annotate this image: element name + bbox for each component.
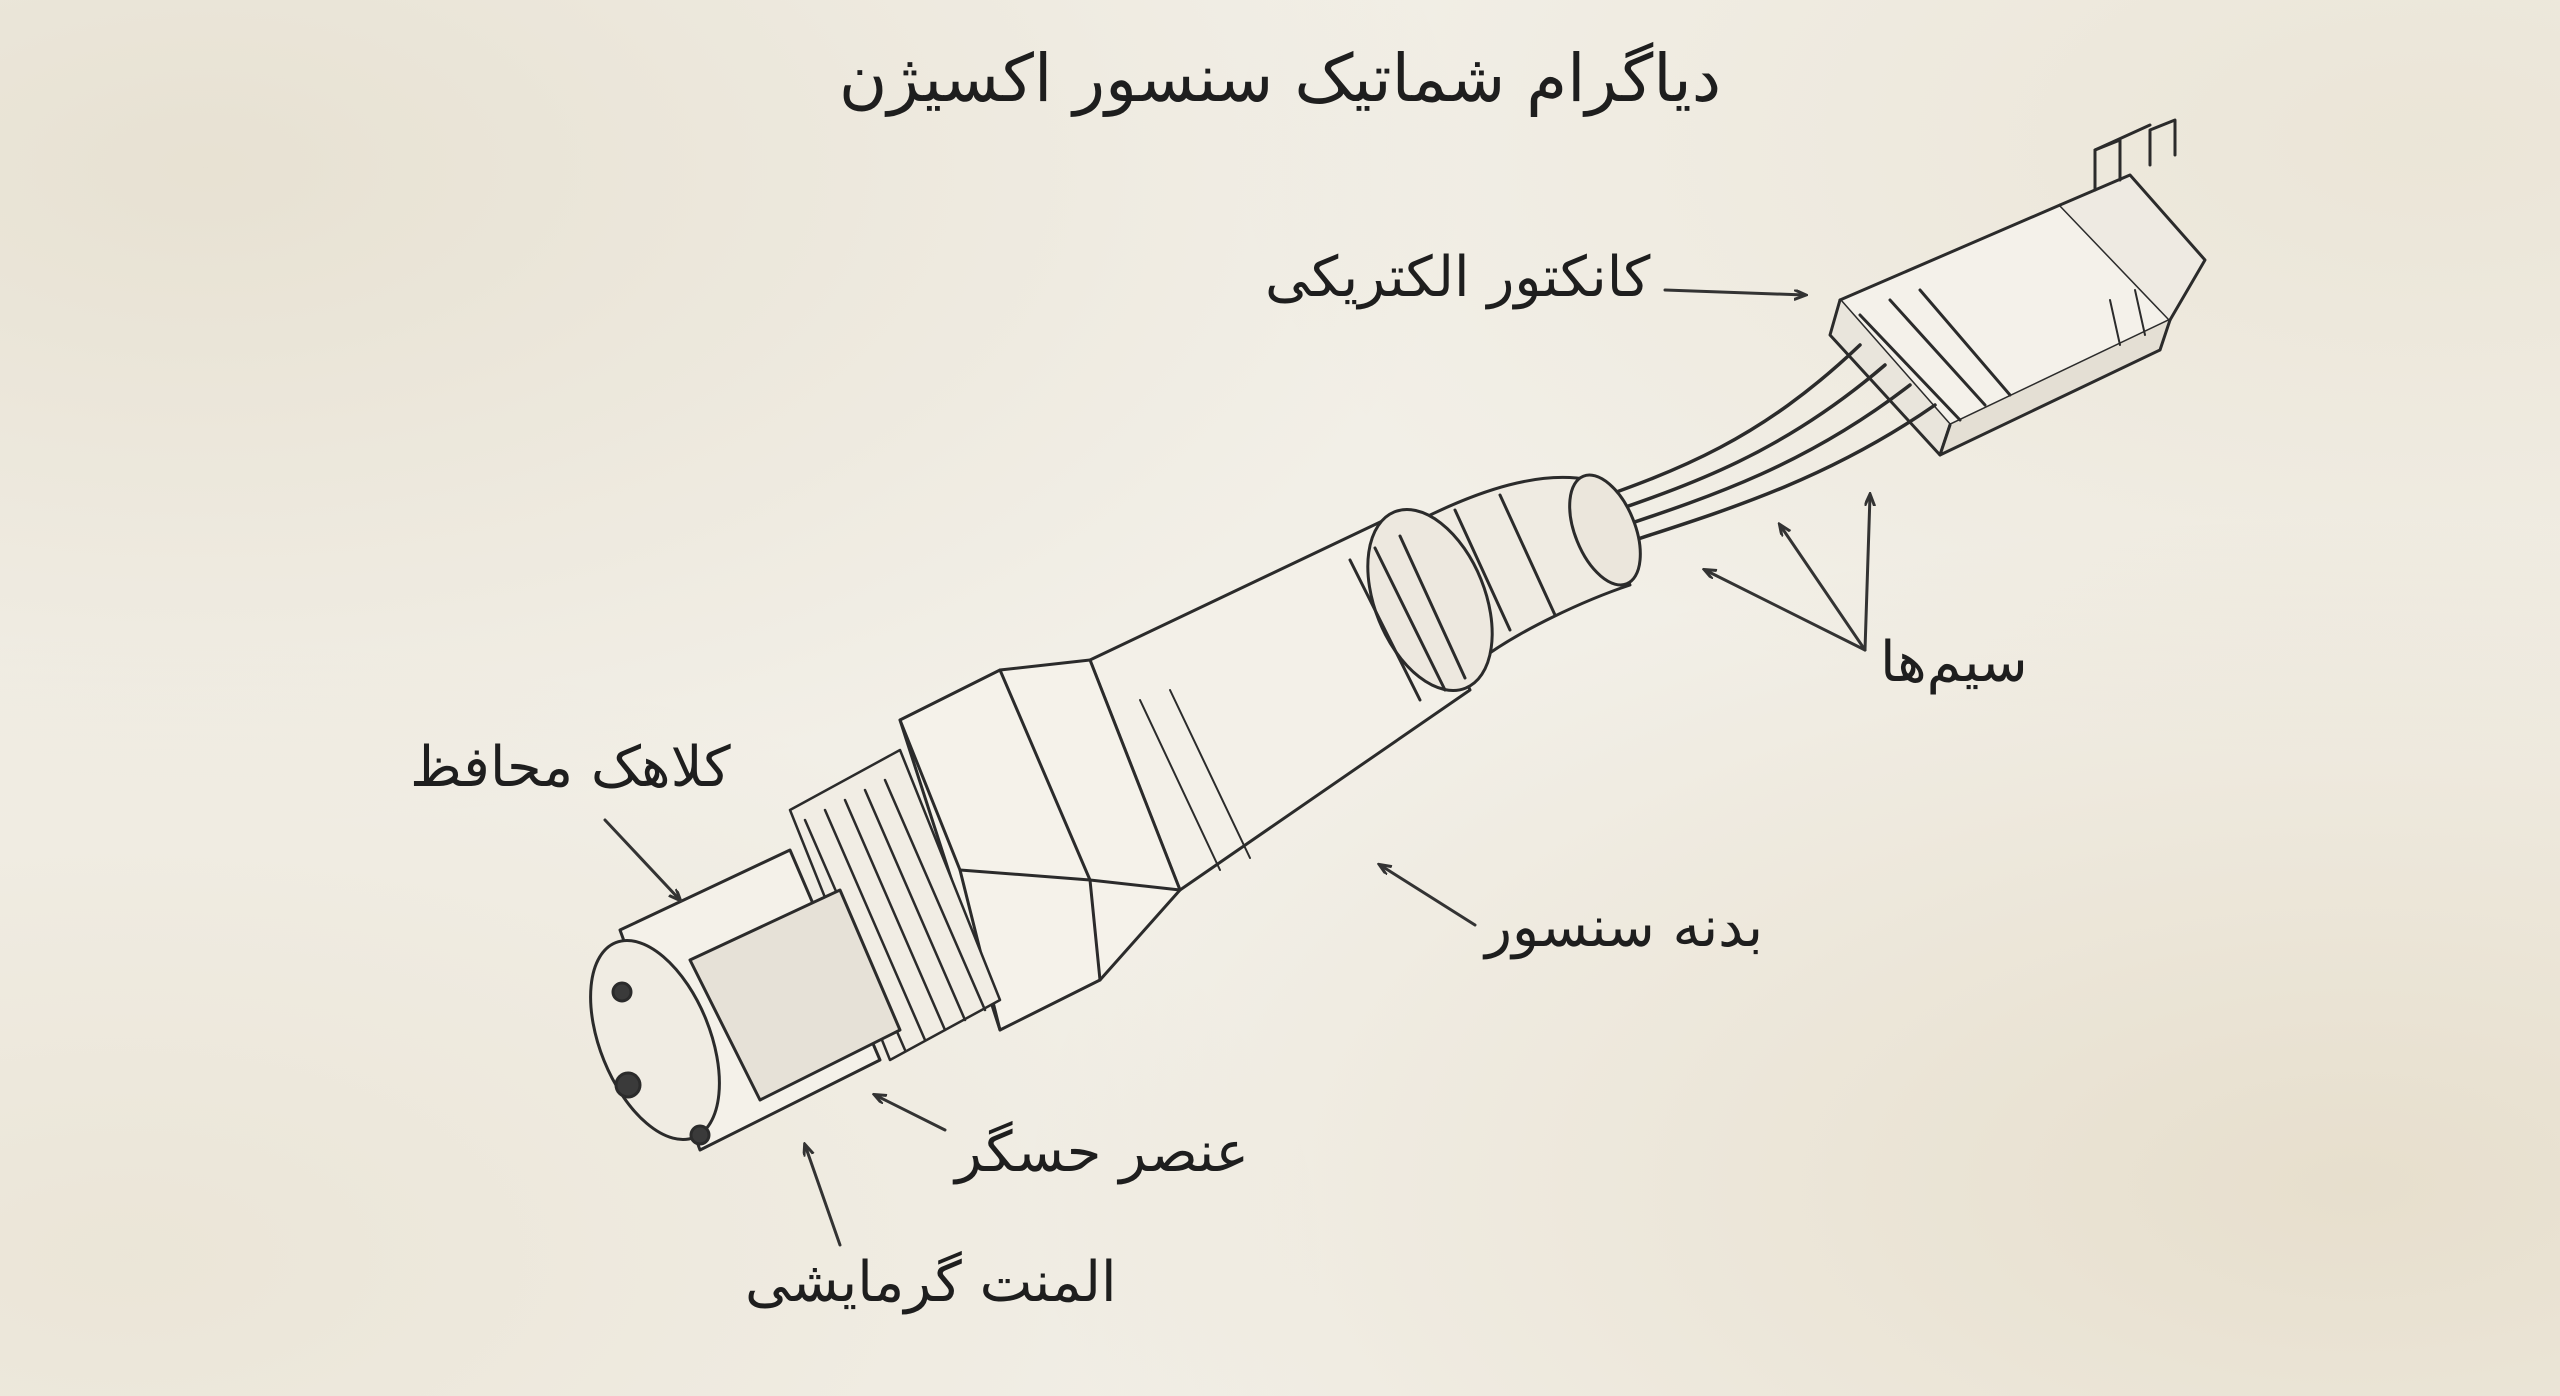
wires-arrow-3	[1863, 495, 1870, 652]
diagram-title: دیاگرام شماتیک سنسور اکسیژن	[838, 40, 1722, 117]
wires-arrow-1	[1705, 570, 1867, 652]
body-arrow	[1380, 865, 1477, 927]
label-protective-cap: کلاهک محافظ	[410, 735, 731, 800]
wires-arrow-2	[1780, 525, 1867, 652]
label-wires: سیم‌ها	[1880, 630, 2028, 695]
element-arrow	[875, 1095, 947, 1132]
label-connector: کانکتور الکتریکی	[1265, 245, 1651, 310]
cap-arrow	[603, 818, 680, 900]
label-heating-element: المنت گرمایشی	[745, 1250, 1117, 1315]
label-sensor-body: بدنه سنسور	[1485, 895, 1764, 960]
protective-cap-illustration	[589, 848, 902, 1152]
connector-illustration	[1828, 118, 2207, 457]
heater-arrow	[805, 1145, 842, 1247]
label-sensing-element: عنصر حسگر	[955, 1120, 1249, 1185]
connector-arrow	[1663, 288, 1805, 295]
sensor-body-illustration	[1088, 508, 1494, 892]
